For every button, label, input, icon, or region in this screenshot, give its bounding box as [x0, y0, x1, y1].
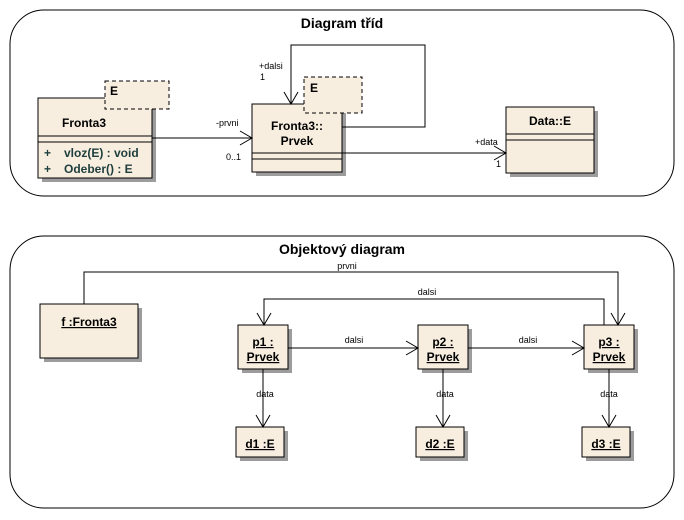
- link-dalsi-p2-p3: dalsi: [468, 335, 585, 356]
- object-p3-line1: p3 :: [598, 335, 619, 349]
- operation-odeber: Odeber() : E: [64, 162, 133, 176]
- link-dalsi-label: dalsi: [519, 335, 538, 345]
- template-param-label: E: [110, 84, 118, 98]
- object-d1-name: d1 :E: [245, 437, 274, 451]
- association-data-multiplicity: 1: [496, 159, 501, 169]
- link-prvni: prvni: [83, 261, 626, 326]
- association-prvni-role: -prvni: [216, 118, 239, 128]
- link-data-p2-d2: data: [435, 369, 454, 428]
- class-fronta3[interactable]: Fronta3 + vloz(E) : void + Odeber() : E: [37, 97, 156, 182]
- association-data-role: +data: [475, 137, 498, 147]
- class-prvek-name-line2: Prvek: [281, 134, 314, 148]
- object-p3[interactable]: p3 : Prvek: [583, 324, 638, 373]
- object-p1[interactable]: p1 : Prvek: [237, 324, 292, 373]
- object-d2-name: d2 :E: [425, 437, 454, 451]
- object-d3[interactable]: d3 :E: [581, 426, 634, 461]
- association-dalsi-self: +dalsi 1: [259, 44, 426, 128]
- link-data-label: data: [600, 389, 618, 399]
- link-dalsi-p3-p1: dalsi: [256, 287, 605, 326]
- object-p1-line2: Prvek: [247, 350, 280, 364]
- link-data-p1-d1: data: [255, 369, 274, 428]
- link-prvni-label: prvni: [337, 261, 357, 271]
- object-p2[interactable]: p2 : Prvek: [417, 324, 472, 373]
- class-fronta3-name: Fronta3: [62, 116, 106, 130]
- association-dalsi-role: +dalsi: [259, 61, 283, 71]
- class-data-e-name: Data::E: [529, 114, 571, 128]
- object-p3-line2: Prvek: [593, 350, 626, 364]
- link-data-p3-d3: data: [600, 369, 618, 428]
- object-diagram-title: Objektový diagram: [279, 241, 405, 257]
- link-dalsi-label: dalsi: [418, 287, 437, 297]
- object-p2-line1: p2 :: [432, 335, 453, 349]
- template-param-fronta3: E: [104, 80, 170, 110]
- object-f[interactable]: f :Fronta3: [39, 303, 142, 362]
- class-data-e[interactable]: Data::E: [505, 106, 598, 177]
- class-diagram-title: Diagram tříd: [301, 15, 383, 31]
- object-p1-line1: p1 :: [252, 335, 273, 349]
- association-prvni: -prvni 0..1: [152, 118, 253, 162]
- object-d1[interactable]: d1 :E: [235, 426, 288, 461]
- operation-visibility: +: [44, 146, 51, 160]
- object-f-name: f :Fronta3: [61, 315, 117, 329]
- link-dalsi-label: dalsi: [345, 335, 364, 345]
- association-prvni-multiplicity: 0..1: [226, 152, 241, 162]
- template-param-label: E: [310, 81, 318, 95]
- operation-visibility: +: [44, 162, 51, 176]
- object-diagram-frame: Objektový diagram: [9, 235, 675, 509]
- class-prvek[interactable]: Fronta3:: Prvek: [251, 103, 346, 176]
- link-dalsi-p1-p2: dalsi: [288, 335, 419, 356]
- template-param-prvek: E: [303, 76, 363, 114]
- object-d3-name: d3 :E: [591, 437, 620, 451]
- class-prvek-name-line1: Fronta3::: [271, 119, 323, 133]
- object-d2[interactable]: d2 :E: [415, 426, 468, 461]
- link-data-label: data: [436, 389, 454, 399]
- object-p2-line2: Prvek: [427, 350, 460, 364]
- operation-vloz: vloz(E) : void: [64, 146, 139, 160]
- association-data: +data 1: [342, 137, 507, 169]
- link-data-label: data: [256, 389, 274, 399]
- association-dalsi-multiplicity: 1: [260, 72, 265, 82]
